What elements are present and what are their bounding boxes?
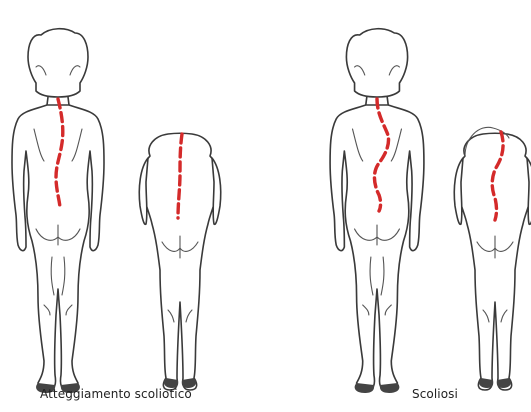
standing-figure-postural (12, 29, 104, 393)
bending-figure-scoliosis (454, 127, 531, 390)
standing-figure-scoliosis (330, 29, 424, 393)
bending-figure-postural (139, 133, 220, 390)
caption-scoliosis: Scoliosi (412, 387, 458, 401)
caption-postural-scoliotic-attitude: Atteggiamento scoliotico (40, 387, 192, 401)
